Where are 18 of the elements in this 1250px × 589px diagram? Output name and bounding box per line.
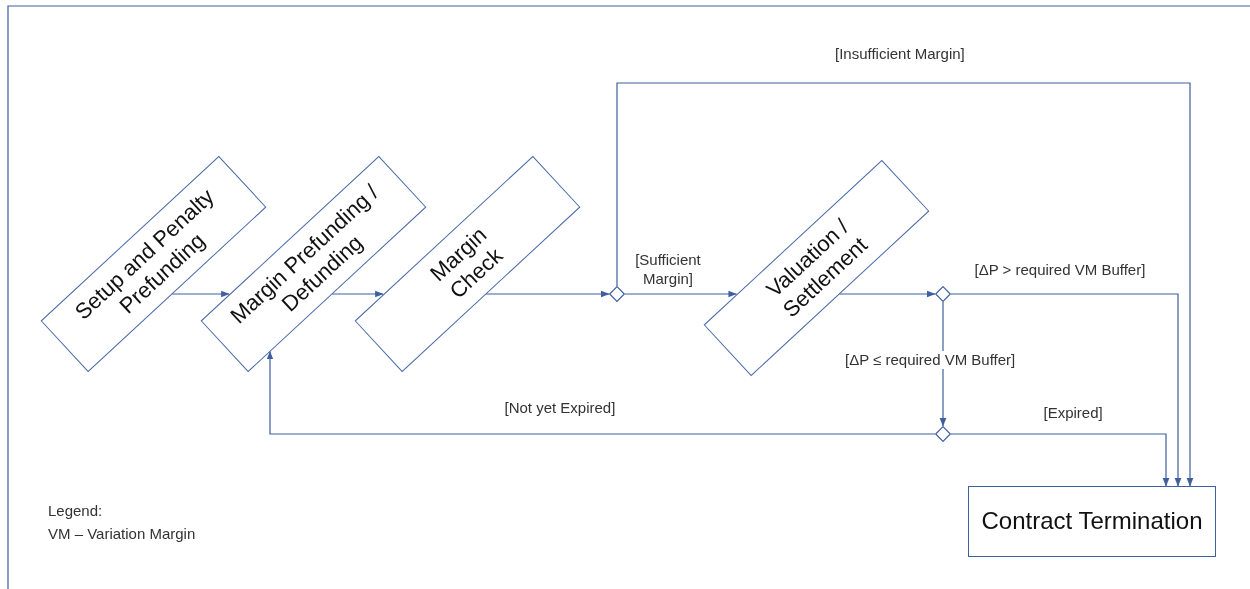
decision-diamond	[609, 286, 625, 302]
process-box	[968, 486, 1216, 557]
arrow	[624, 290, 737, 298]
edge-label: [ΔP ≤ required VM Buffer]	[843, 350, 1018, 370]
decision-diamond	[935, 286, 951, 302]
legend-text: Legend:	[48, 502, 103, 519]
arrow	[838, 290, 936, 298]
arrow	[950, 433, 1170, 487]
arrow	[171, 290, 230, 298]
node-label: Contract Termination	[981, 507, 1203, 536]
decision-diamond	[935, 426, 951, 442]
arrow	[616, 82, 1194, 487]
arrow	[266, 350, 936, 435]
edge-label: [Sufficient Margin]	[634, 251, 702, 289]
arrow	[485, 290, 610, 298]
arrow	[950, 293, 1182, 487]
arrow	[331, 290, 384, 298]
legend-text: VM – Variation Margin	[48, 525, 196, 542]
